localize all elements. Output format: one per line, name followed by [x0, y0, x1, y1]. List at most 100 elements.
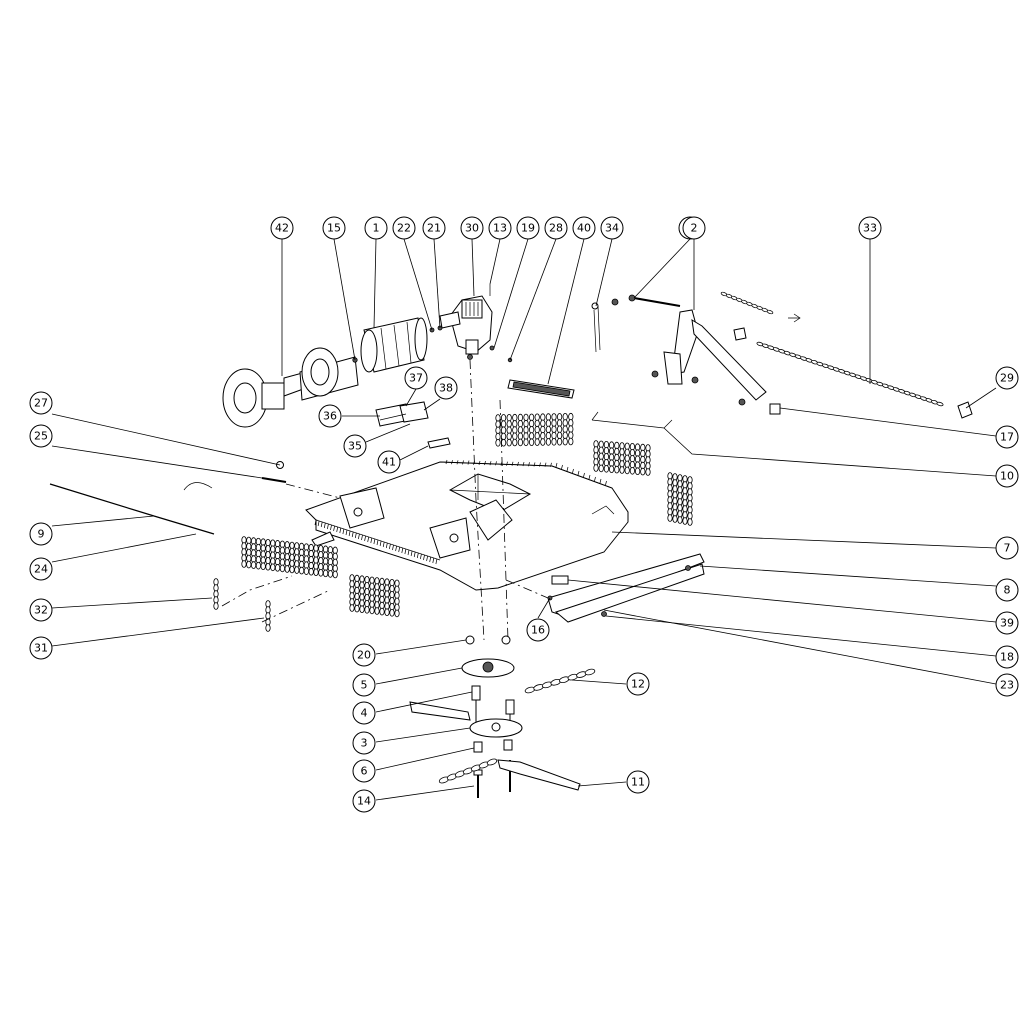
callout-19: 19 — [516, 216, 540, 240]
callout-41: 41 — [377, 450, 401, 474]
chain-link — [528, 438, 535, 447]
callout-1: 1 — [364, 216, 388, 240]
part-drawings — [49, 284, 973, 798]
chain-link — [645, 468, 651, 476]
chain-link — [545, 438, 552, 446]
chain-link — [500, 432, 507, 441]
callout-31: 31 — [29, 636, 53, 660]
chain-link — [523, 413, 529, 422]
chain-link — [327, 570, 333, 578]
chain-link — [598, 464, 604, 473]
chain-link — [534, 419, 540, 428]
chain-link — [384, 608, 390, 616]
callout-1-label: 1 — [373, 222, 380, 235]
chain-link — [640, 467, 646, 476]
chain-link — [303, 567, 309, 575]
callout-21-label: 21 — [427, 222, 441, 235]
chain-link — [506, 413, 512, 422]
chain-link — [556, 437, 563, 446]
chain-link — [556, 431, 563, 440]
blade-carrier-stack — [409, 635, 581, 798]
callout-22-label: 22 — [397, 222, 411, 235]
callout-27: 27 — [29, 391, 53, 415]
chain-link — [619, 466, 625, 474]
chain-link — [562, 431, 568, 440]
callout-38: 38 — [434, 376, 458, 400]
chain-link — [517, 438, 524, 447]
callout-3: 3 — [352, 731, 376, 755]
callout-14-label: 14 — [357, 795, 371, 808]
callout-20: 20 — [352, 643, 376, 667]
callout-27-label: 27 — [34, 397, 48, 410]
callout-24: 24 — [29, 557, 53, 581]
chain-link — [298, 566, 305, 575]
chain-link — [545, 419, 552, 428]
chain-link — [562, 437, 568, 446]
chain-link — [540, 438, 546, 446]
chain-link — [562, 412, 568, 421]
chain-link — [568, 412, 574, 421]
chain-link — [682, 517, 688, 525]
chain-link — [528, 413, 535, 422]
chain-link — [495, 414, 501, 422]
chain-link — [551, 437, 557, 446]
chain-link — [506, 438, 512, 447]
a-frame-mast — [651, 309, 767, 406]
callout-18-label: 18 — [1000, 651, 1014, 664]
chain-link — [512, 420, 518, 428]
chain-link — [534, 432, 540, 440]
callout-15-label: 15 — [327, 222, 341, 235]
chain-link — [540, 431, 546, 440]
chain-link — [374, 607, 380, 615]
callout-9-label: 9 — [38, 528, 45, 541]
chain-link — [512, 426, 518, 434]
callout-29-label: 29 — [1000, 372, 1014, 385]
chain-link — [551, 425, 557, 434]
callout-24-label: 24 — [34, 563, 48, 576]
chain-curtain-right — [593, 440, 651, 476]
chain-link — [318, 568, 324, 577]
gearbox — [439, 295, 493, 360]
callout-12-label: 12 — [631, 678, 645, 691]
callout-30: 30 — [460, 216, 484, 240]
chain-link — [241, 560, 247, 568]
chain-link — [528, 419, 535, 428]
chain-link — [517, 426, 524, 434]
chain-single-31 — [265, 600, 271, 632]
chain-link — [512, 432, 518, 441]
chain-link — [495, 438, 501, 447]
chain-link — [500, 420, 507, 428]
chain-link — [274, 564, 281, 572]
callout-16-label: 16 — [531, 624, 545, 637]
chain-link — [495, 426, 501, 435]
short-chain — [720, 291, 774, 315]
chain-link — [677, 516, 683, 524]
callout-34-label: 34 — [605, 222, 619, 235]
callout-5-label: 5 — [361, 679, 368, 692]
callout-30-label: 30 — [465, 222, 479, 235]
callout-22: 22 — [392, 216, 416, 240]
callout-11-label: 11 — [631, 776, 645, 789]
chain-link — [308, 567, 314, 576]
chain-curtain-back — [495, 412, 574, 447]
callout-35-label: 35 — [348, 440, 362, 453]
chain-link — [551, 419, 557, 428]
chain-curtain-right2 — [667, 472, 693, 526]
chain-link — [506, 426, 512, 435]
chain-link — [556, 425, 563, 434]
chain-link — [534, 413, 540, 422]
chain-link — [545, 413, 552, 421]
chain-link — [289, 565, 295, 574]
callout-5: 5 — [352, 673, 376, 697]
callout-23-label: 23 — [1000, 679, 1014, 692]
callout-2: 2 — [682, 216, 706, 240]
chain-link — [486, 758, 498, 766]
callout-2-label: 2 — [691, 222, 698, 235]
chain-link — [672, 515, 678, 523]
check-chains — [756, 341, 944, 407]
chain-link — [568, 425, 574, 433]
chain-link — [284, 565, 290, 573]
chain-link — [568, 431, 574, 440]
callout-28: 28 — [544, 216, 568, 240]
